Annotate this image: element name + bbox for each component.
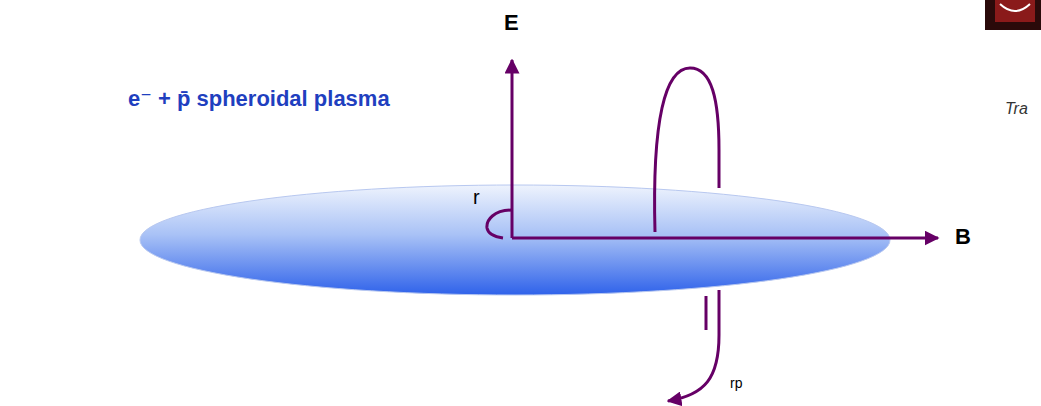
rotation-label: rp: [730, 375, 742, 391]
axis-label: E: [504, 10, 519, 35]
logo-text: Tra: [1005, 100, 1028, 118]
spheroidal-plasma: [140, 185, 890, 295]
angle-label: r: [473, 186, 480, 209]
r-angle-arc: [487, 210, 512, 238]
rotation-loop: [655, 68, 719, 232]
plasma-label: e⁻ + p̄ spheroidal plasma: [128, 86, 390, 111]
axis-label: B: [955, 224, 971, 249]
rotation-loop-front: [705, 296, 708, 330]
rotation-loop-arrow: [668, 290, 719, 401]
b-field-arrow: [512, 237, 938, 240]
logo-fragment: [985, 0, 1041, 30]
